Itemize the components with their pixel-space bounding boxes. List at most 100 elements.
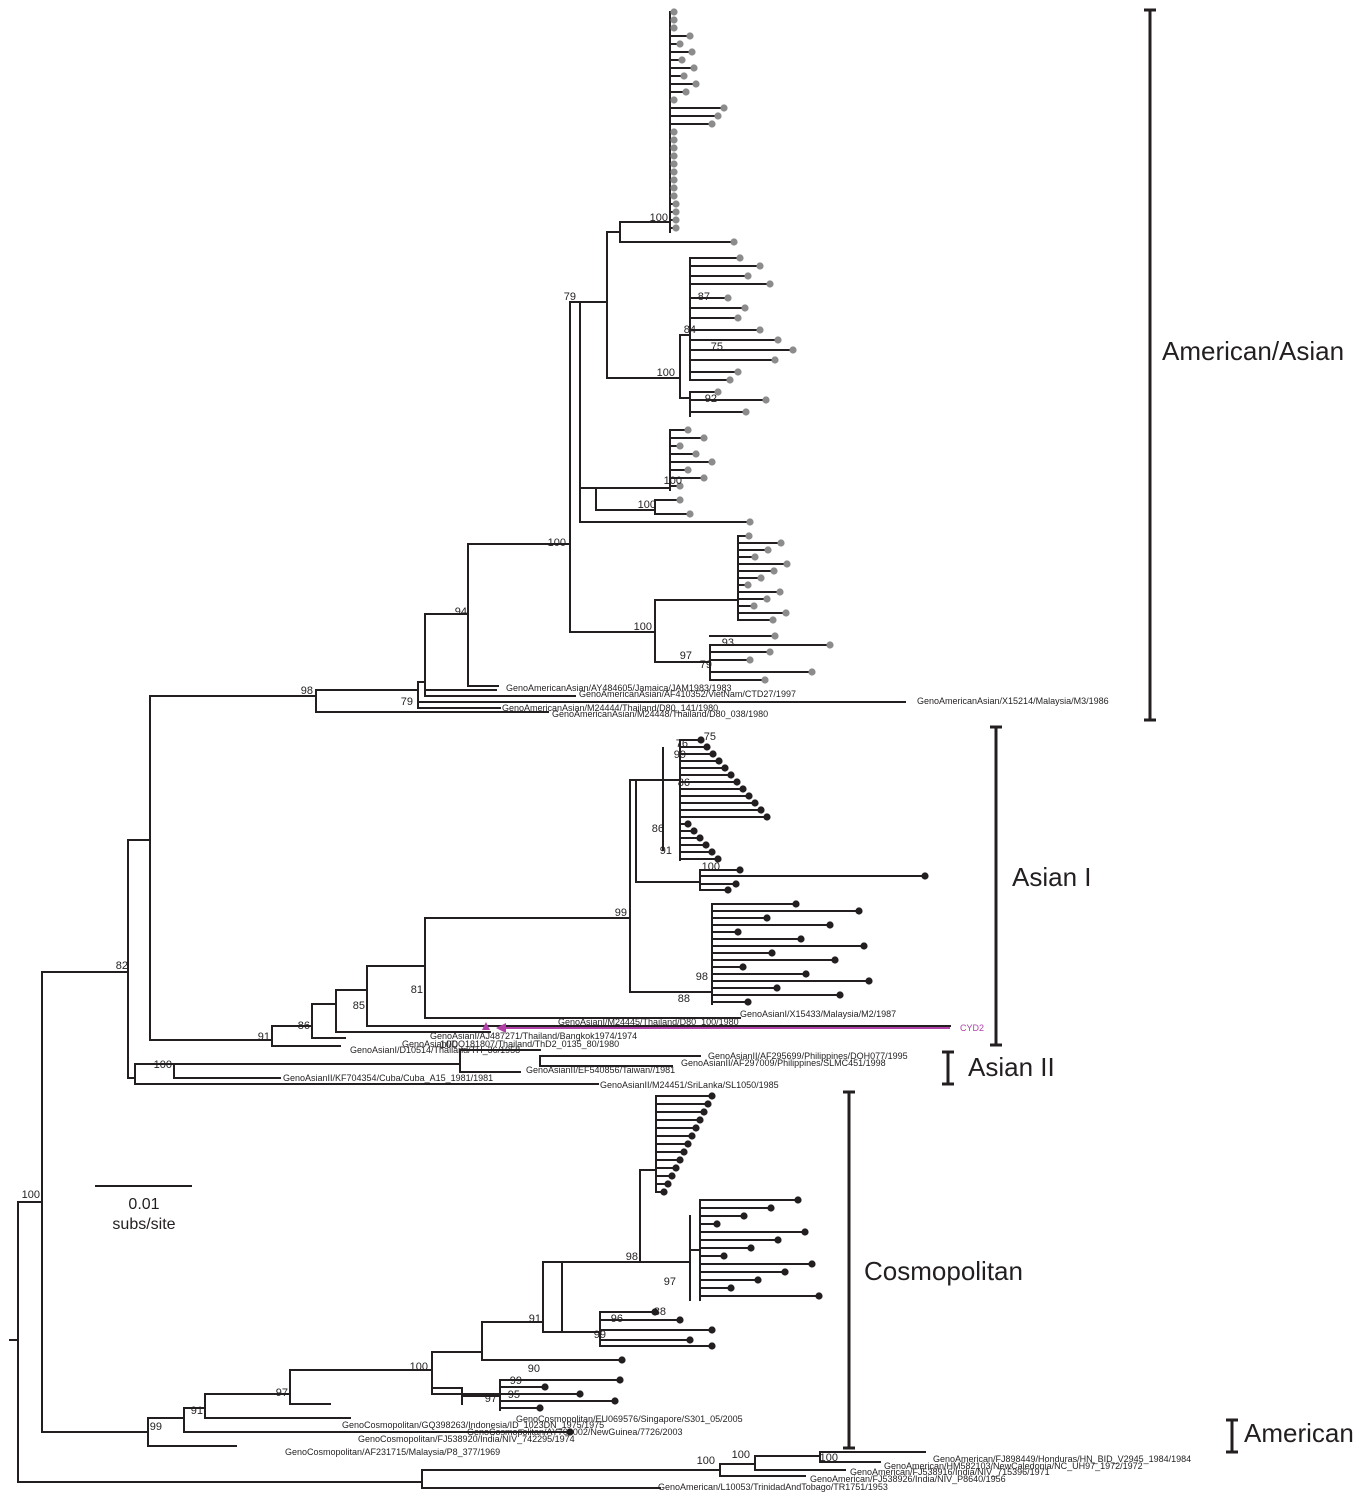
tip-marker-grey bbox=[757, 574, 765, 582]
tip-marker-grey bbox=[777, 539, 785, 547]
taxon-label: GenoCosmopolitan/EU069576/Singapore/S301… bbox=[516, 1414, 743, 1424]
tip-marker-black bbox=[736, 866, 744, 874]
tip-marker-black bbox=[708, 848, 716, 856]
bootstrap-value: 99 bbox=[150, 1421, 162, 1433]
tip-marker-black bbox=[708, 1092, 716, 1100]
tip-marker-black bbox=[732, 880, 740, 888]
tip-marker-grey bbox=[741, 304, 749, 312]
clade-label-cosmopolitan: Cosmopolitan bbox=[864, 1256, 1023, 1286]
bootstrap-value: 79 bbox=[564, 291, 576, 303]
tip-marker-black bbox=[781, 1268, 789, 1276]
bootstrap-value: 100 bbox=[634, 621, 652, 633]
tip-marker-grey bbox=[700, 434, 708, 442]
tip-marker-black bbox=[836, 991, 844, 999]
tip-marker-black bbox=[727, 1284, 735, 1292]
tip-marker-grey bbox=[676, 482, 684, 490]
tip-marker-grey bbox=[771, 632, 779, 640]
tip-marker-grey bbox=[670, 24, 678, 32]
tip-marker-grey bbox=[670, 152, 678, 160]
tip-marker-black bbox=[566, 1428, 574, 1436]
bootstrap-value: 87 bbox=[698, 291, 710, 303]
tip-marker-black bbox=[763, 914, 771, 922]
tip-marker-grey bbox=[680, 72, 688, 80]
clade-label-american-asian: American/Asian bbox=[1162, 336, 1345, 366]
tip-marker-black bbox=[686, 1336, 694, 1344]
tip-marker-black bbox=[668, 1172, 676, 1180]
tip-marker-black bbox=[815, 1292, 823, 1300]
taxon-label: GenoAsianII/M24451/SriLanka/SL1050/1985 bbox=[600, 1080, 779, 1090]
tip-marker-grey bbox=[670, 136, 678, 144]
tip-marker-black bbox=[751, 799, 759, 807]
tip-marker-black bbox=[696, 1116, 704, 1124]
taxon-label: GenoAmerican/L10053/TrinidadAndTobago/TR… bbox=[658, 1482, 888, 1492]
cyd2-pointer-arrowhead bbox=[496, 1023, 506, 1033]
tip-marker-black bbox=[676, 1316, 684, 1324]
tip-marker-black bbox=[651, 1308, 659, 1316]
bootstrap-value: 98 bbox=[626, 1251, 638, 1263]
bootstrap-value: 99 bbox=[510, 1375, 522, 1387]
tip-marker-grey bbox=[724, 294, 732, 302]
tip-marker-black bbox=[700, 1108, 708, 1116]
tip-marker-grey bbox=[676, 496, 684, 504]
tip-marker-grey bbox=[714, 388, 722, 396]
tip-marker-grey bbox=[692, 450, 700, 458]
bootstrap-value: 97 bbox=[680, 650, 692, 662]
tip-marker-grey bbox=[776, 588, 784, 596]
tip-marker-grey bbox=[730, 238, 738, 246]
tip-marker-black bbox=[768, 949, 776, 957]
bootstrap-value: 100 bbox=[440, 1039, 458, 1051]
tip-marker-grey bbox=[764, 546, 772, 554]
bootstrap-value: 97 bbox=[276, 1387, 288, 1399]
tip-marker-grey bbox=[684, 426, 692, 434]
tip-marker-black bbox=[684, 820, 692, 828]
tip-marker-grey bbox=[678, 56, 686, 64]
tip-marker-black bbox=[576, 1390, 584, 1398]
tip-marker-black bbox=[773, 984, 781, 992]
taxon-label: GenoAsianI/M24445/Thailand/D80_100/1980 bbox=[558, 1017, 739, 1027]
bootstrap-value: 81 bbox=[411, 984, 423, 996]
tip-marker-black bbox=[672, 1164, 680, 1172]
tip-marker-grey bbox=[720, 104, 728, 112]
tip-marker-grey bbox=[700, 474, 708, 482]
tip-marker-grey bbox=[670, 168, 678, 176]
bootstrap-value: 99 bbox=[615, 907, 627, 919]
bootstrap-value: 99 bbox=[674, 749, 686, 761]
tip-marker-black bbox=[794, 1196, 802, 1204]
bootstrap-value: 100 bbox=[664, 475, 682, 487]
tip-marker-grey bbox=[750, 602, 758, 610]
cyd2-marker-icon bbox=[482, 1022, 490, 1030]
taxon-label: GenoAmericanAsian/M24448/Thailand/D80_03… bbox=[552, 709, 768, 719]
tip-marker-black bbox=[855, 907, 863, 915]
bootstrap-value: 100 bbox=[820, 1452, 838, 1464]
tip-marker-grey bbox=[670, 184, 678, 192]
tip-marker-black bbox=[747, 1244, 755, 1252]
scale-bar-unit: subs/site bbox=[112, 1216, 176, 1233]
tip-marker-black bbox=[696, 834, 704, 842]
tip-marker-grey bbox=[763, 595, 771, 603]
tip-marker-grey bbox=[670, 160, 678, 168]
tip-marker-black bbox=[792, 900, 800, 908]
tip-marker-black bbox=[536, 1404, 544, 1412]
scale-bar-value: 0.01 bbox=[128, 1196, 160, 1213]
bootstrap-value: 100 bbox=[732, 1449, 750, 1461]
bootstrap-value: 84 bbox=[684, 324, 696, 336]
tip-marker-black bbox=[708, 1342, 716, 1350]
tip-marker-black bbox=[690, 827, 698, 835]
tip-marker-grey bbox=[684, 466, 692, 474]
tip-marker-grey bbox=[770, 567, 778, 575]
bootstrap-value: 91 bbox=[258, 1031, 270, 1043]
bootstrap-value: 93 bbox=[722, 637, 734, 649]
bootstrap-value: 88 bbox=[654, 1306, 666, 1318]
tip-marker-black bbox=[684, 1140, 692, 1148]
taxon-label: GenoAmericanAsian/X15214/Malaysia/M3/198… bbox=[917, 696, 1109, 706]
tip-marker-grey bbox=[726, 376, 734, 384]
tip-marker-black bbox=[688, 1132, 696, 1140]
bootstrap-value: 100 bbox=[638, 499, 656, 511]
tip-marker-black bbox=[727, 771, 735, 779]
tip-marker-grey bbox=[670, 8, 678, 16]
tip-marker-grey bbox=[744, 581, 752, 589]
tip-marker-grey bbox=[688, 48, 696, 56]
tip-marker-grey bbox=[672, 224, 680, 232]
tip-marker-grey bbox=[734, 314, 742, 322]
tip-marker-black bbox=[802, 970, 810, 978]
